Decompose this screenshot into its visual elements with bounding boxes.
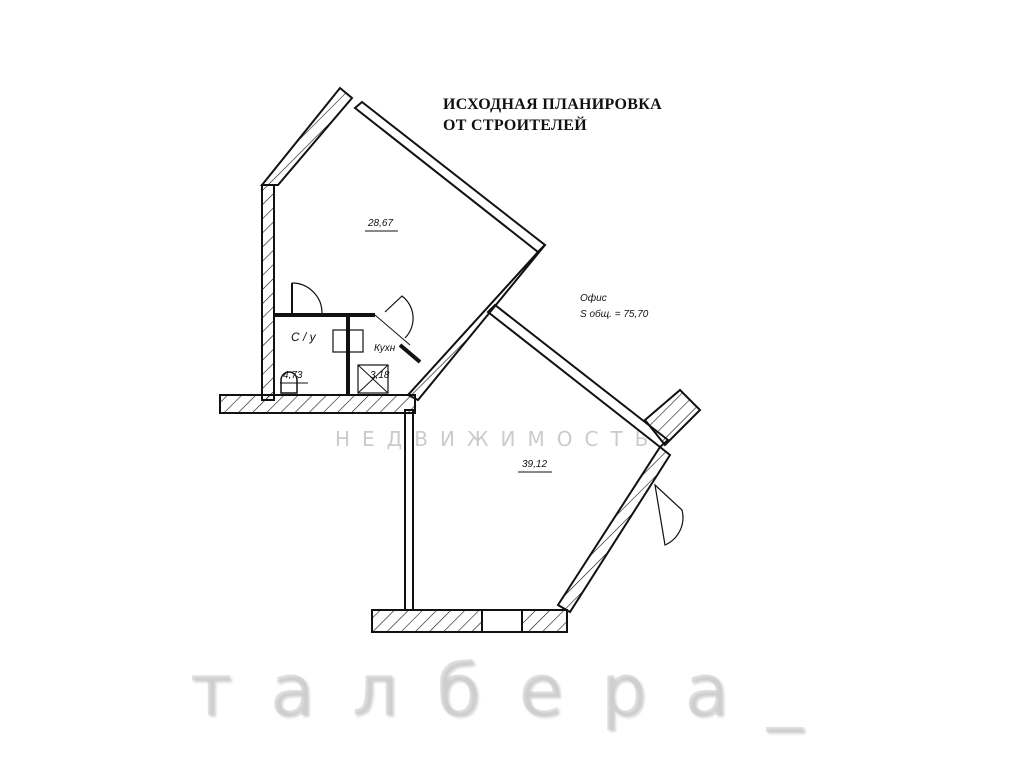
office-label: Офис bbox=[580, 293, 607, 304]
bathroom-label: С / у bbox=[291, 330, 316, 344]
kitchen-area: 3,18 bbox=[370, 370, 390, 381]
bathroom-area: 4,73 bbox=[283, 370, 303, 381]
plan-title-line1: ИСХОДНАЯ ПЛАНИРОВКА bbox=[443, 96, 663, 113]
plan-title-line2: ОТ СТРОИТЕЛЕЙ bbox=[443, 117, 587, 134]
room-area-lower: 39,12 bbox=[522, 459, 548, 470]
watermark-subtitle: НЕДВИЖИМОСТЬ bbox=[335, 427, 661, 451]
kitchen-label: Кухн bbox=[374, 343, 396, 354]
total-area-label: S общ. = 75,70 bbox=[580, 309, 649, 320]
room-area-upper: 28,67 bbox=[368, 218, 394, 229]
watermark-brand: талбера_ bbox=[190, 648, 841, 732]
walls bbox=[219, 86, 702, 633]
